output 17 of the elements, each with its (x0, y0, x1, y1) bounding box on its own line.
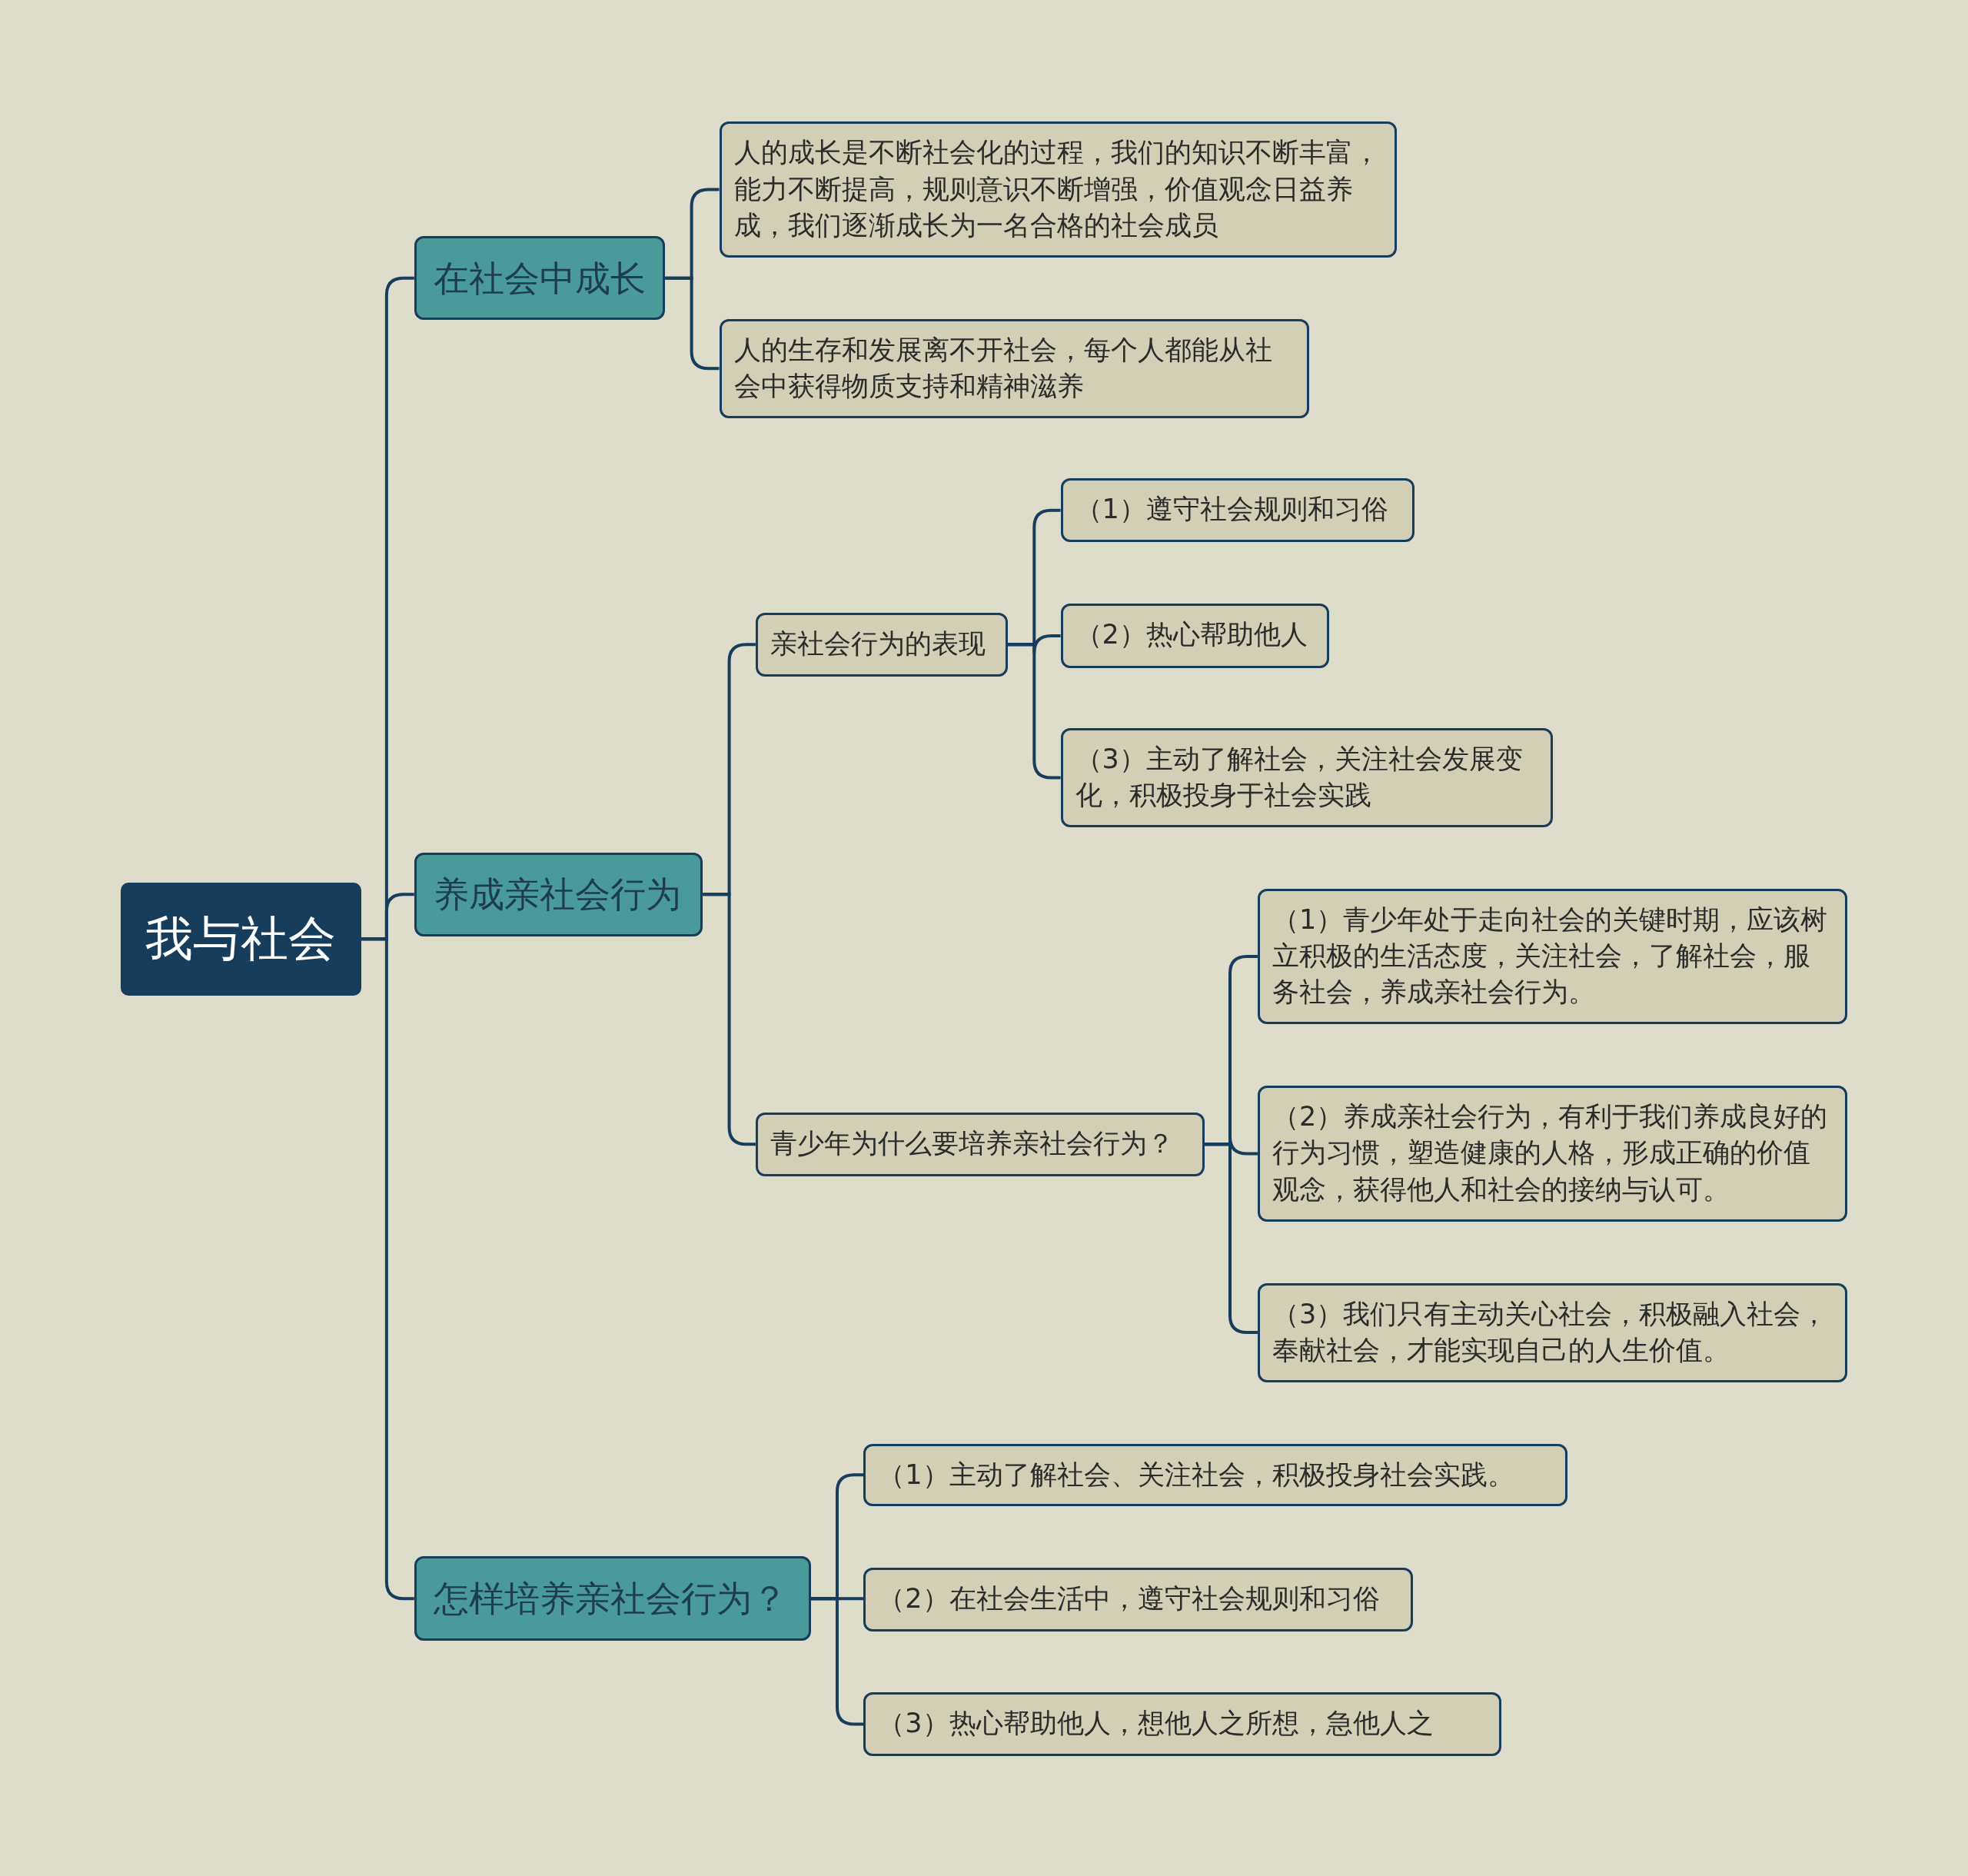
text-box: 青少年为什么要培养亲社会行为？ (755, 1112, 1205, 1176)
text-box: 人的成长是不断社会化的过程，我们的知识不断丰富，能力不断提高，规则意识不断增强，价值观念日益养成，我们逐渐成长为一名合格的社会成员 (719, 121, 1398, 258)
text-box: （2）养成亲社会行为，有利于我们养成良好的行为习惯，塑造健康的人格，形成正确的价值观念，获得他人和社会的接纳与认可。 (1257, 1086, 1848, 1222)
topic-box: 在社会中成长 (414, 235, 666, 321)
text-box: （1）青少年处于走向社会的关键时期，应该树立积极的生活态度，关注社会，了解社会，服务社会，养成亲社会行为。 (1257, 888, 1848, 1025)
text-box: （2）在社会生活中，遵守社会规则和习俗 (863, 1568, 1414, 1632)
text-box: （2）热心帮助他人 (1060, 604, 1329, 668)
text-box: （3）热心帮助他人，想他人之所想，急他人之 (863, 1691, 1501, 1757)
text-box: 亲社会行为的表现 (755, 612, 1008, 677)
text-box: （1）主动了解社会、关注社会，积极投身社会实践。 (863, 1443, 1568, 1507)
topic-box: 怎样培养亲社会行为？ (414, 1556, 811, 1641)
text-box: （3）我们只有主动关心社会，积极融入社会，奉献社会，才能实现自己的人生价值。 (1257, 1282, 1848, 1382)
text-box: 人的生存和发展离不开社会，每个人都能从社会中获得物质支持和精神滋养 (719, 318, 1309, 418)
text-box: （1）遵守社会规则和习俗 (1060, 478, 1414, 543)
topic-box: 养成亲社会行为 (414, 852, 703, 936)
central-topic-box: 我与社会 (120, 882, 362, 996)
text-box: （3）主动了解社会，关注社会发展变化，积极投身于社会实践 (1060, 727, 1553, 827)
